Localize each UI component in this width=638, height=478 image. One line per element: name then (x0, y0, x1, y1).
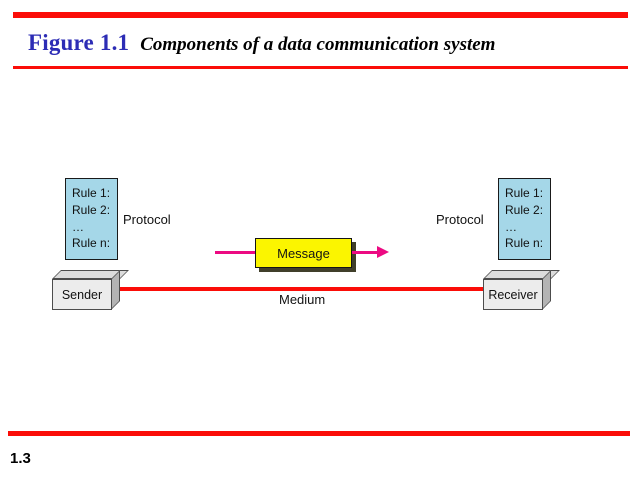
bottom-red-rule (8, 431, 630, 436)
rule-line-ellipsis: … (505, 220, 517, 234)
figure-number: Figure 1.1 (28, 30, 130, 55)
top-red-rule (13, 12, 628, 18)
rule-line: Rule 1: (72, 186, 111, 200)
page-number: 1.3 (10, 450, 31, 467)
message-label: Message (277, 245, 330, 261)
rule-line: Rule n: (505, 236, 544, 250)
message-flow-arrow-icon (377, 246, 389, 258)
message-box: Message (255, 238, 352, 268)
message-flow-in-line (215, 251, 256, 254)
receiver-label: Receiver (488, 287, 538, 302)
medium-label: Medium (279, 292, 326, 307)
receiver-node: Receiver (483, 270, 560, 310)
slide-title: Figure 1.1 Components of a data communica… (28, 30, 495, 56)
figure-caption: Components of a data communication syste… (140, 34, 496, 55)
rule-line: Rule n: (72, 236, 111, 250)
sender-node-front-face: Sender (52, 279, 112, 310)
rule-line: Rule 1: (505, 186, 544, 200)
protocol-label-right: Protocol (436, 212, 484, 227)
rule-line: Rule 2: (72, 203, 111, 217)
rulebox-sender: Rule 1: Rule 2: … Rule n: (65, 178, 118, 260)
message-flow-out-line (352, 251, 381, 254)
title-underline-rule (13, 66, 628, 69)
sender-node-side-face (111, 270, 120, 310)
receiver-node-side-face (542, 270, 551, 310)
protocol-label-left: Protocol (123, 212, 171, 227)
rulebox-receiver: Rule 1: Rule 2: … Rule n: (498, 178, 551, 260)
sender-label: Sender (61, 287, 103, 302)
receiver-node-front-face: Receiver (483, 279, 543, 310)
rule-line-ellipsis: … (72, 220, 84, 234)
medium-line (113, 287, 483, 291)
sender-node: Sender (52, 270, 129, 310)
rule-line: Rule 2: (505, 203, 544, 217)
